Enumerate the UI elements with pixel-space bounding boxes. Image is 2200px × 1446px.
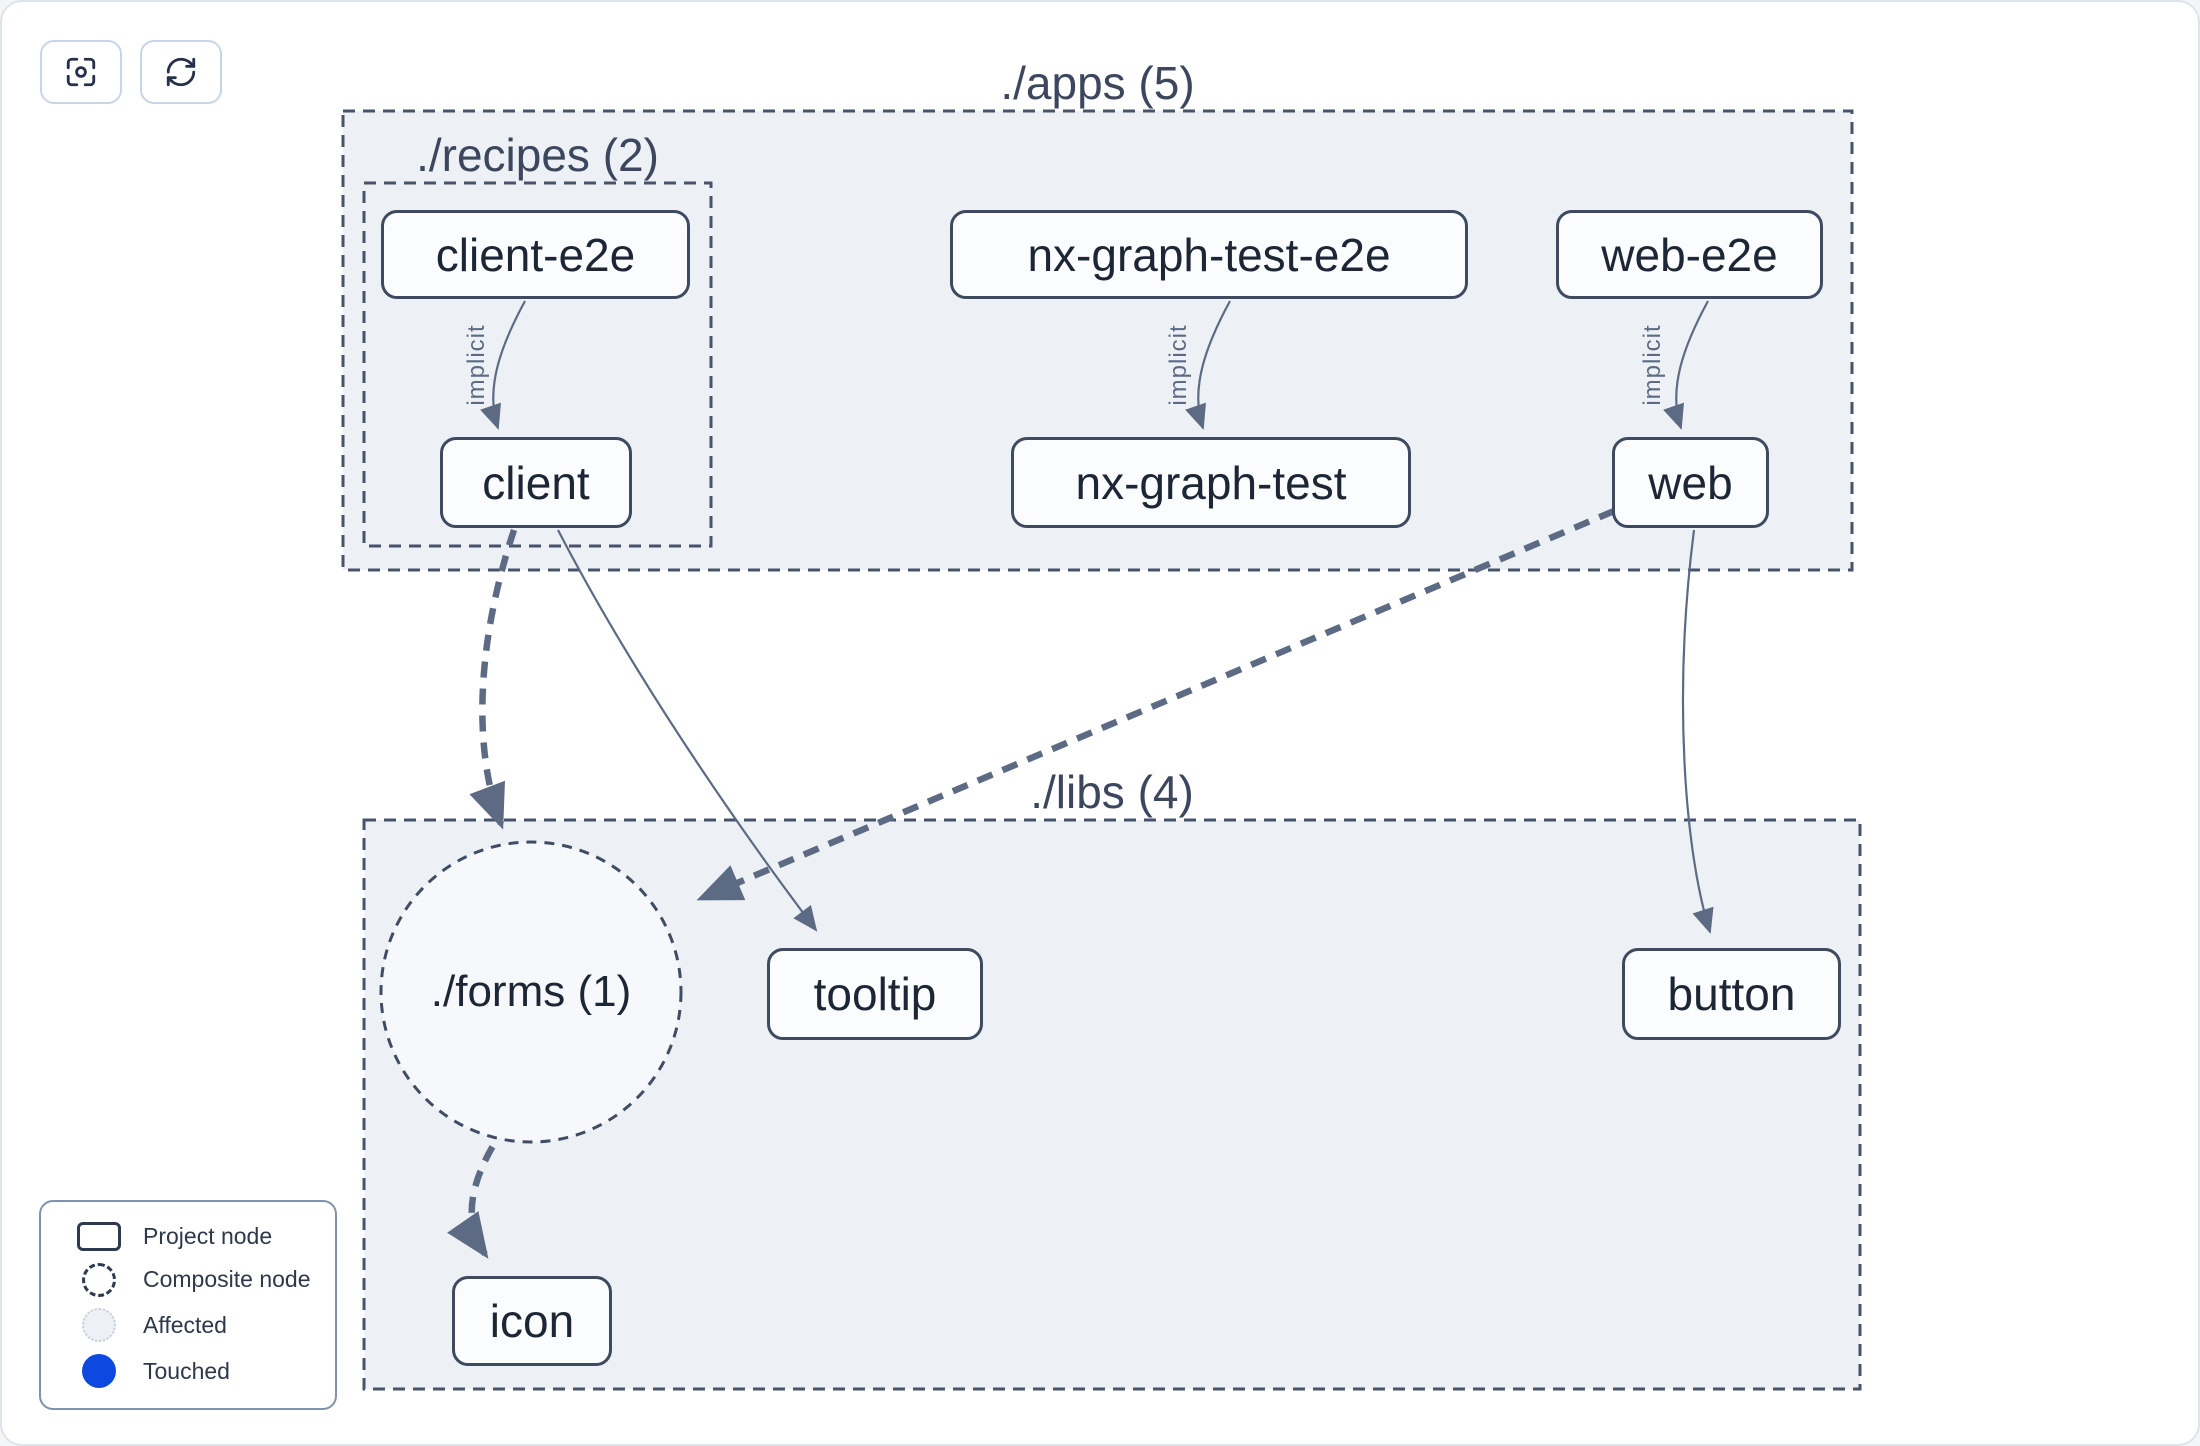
edge-label-implicit: implicit <box>1165 324 1192 405</box>
affected-icon <box>82 1308 116 1343</box>
focus-button[interactable] <box>40 40 122 104</box>
edge-web-to-button <box>1681 529 1714 934</box>
edge-client-to-forms <box>469 528 518 830</box>
legend-label: Project node <box>143 1222 273 1249</box>
node-client-e2e[interactable]: client-e2e <box>381 210 690 299</box>
edge-web-e2e-to-web <box>1663 300 1709 430</box>
node-tooltip[interactable]: tooltip <box>767 948 983 1040</box>
group-title-libs: ./libs (4) <box>1030 766 1194 818</box>
legend: Project node Composite node Affected Tou… <box>39 1200 337 1410</box>
edge-nx-graph-test-e2e-to-nx-graph-test <box>1185 300 1231 430</box>
legend-label: Affected <box>143 1311 227 1338</box>
composite-node-forms-circle[interactable] <box>379 840 683 1144</box>
edge-label-implicit: implicit <box>1639 324 1666 405</box>
node-button[interactable]: button <box>1622 948 1841 1040</box>
node-client[interactable]: client <box>440 437 632 528</box>
focus-icon <box>66 57 96 87</box>
legend-row-touched: Touched <box>71 1354 325 1389</box>
legend-row-affected: Affected <box>71 1308 325 1343</box>
edge-label-implicit: implicit <box>463 324 490 405</box>
legend-row-project-node: Project node <box>71 1221 325 1251</box>
group-title-recipes: ./recipes (2) <box>416 129 659 181</box>
refresh-button[interactable] <box>140 40 222 104</box>
composite-node-icon <box>82 1262 116 1297</box>
edge-web-to-forms <box>696 508 1616 901</box>
composite-node-forms-label[interactable]: ./forms (1) <box>430 967 632 1016</box>
node-web[interactable]: web <box>1612 437 1769 528</box>
edge-client-to-tooltip <box>557 529 818 932</box>
legend-label: Touched <box>143 1357 230 1384</box>
group-title-apps: ./apps (5) <box>1000 57 1195 109</box>
legend-row-composite-node: Composite node <box>71 1262 325 1297</box>
edge-client-e2e-to-client <box>480 300 526 430</box>
project-node-icon <box>77 1221 121 1251</box>
refresh-icon <box>166 57 196 87</box>
node-web-e2e[interactable]: web-e2e <box>1556 210 1823 299</box>
touched-icon <box>82 1354 116 1389</box>
legend-label: Composite node <box>143 1266 311 1293</box>
node-icon[interactable]: icon <box>452 1276 612 1366</box>
node-nx-graph-test-e2e[interactable]: nx-graph-test-e2e <box>950 210 1468 299</box>
node-nx-graph-test[interactable]: nx-graph-test <box>1011 437 1411 528</box>
group-recipes-rect <box>362 181 713 548</box>
